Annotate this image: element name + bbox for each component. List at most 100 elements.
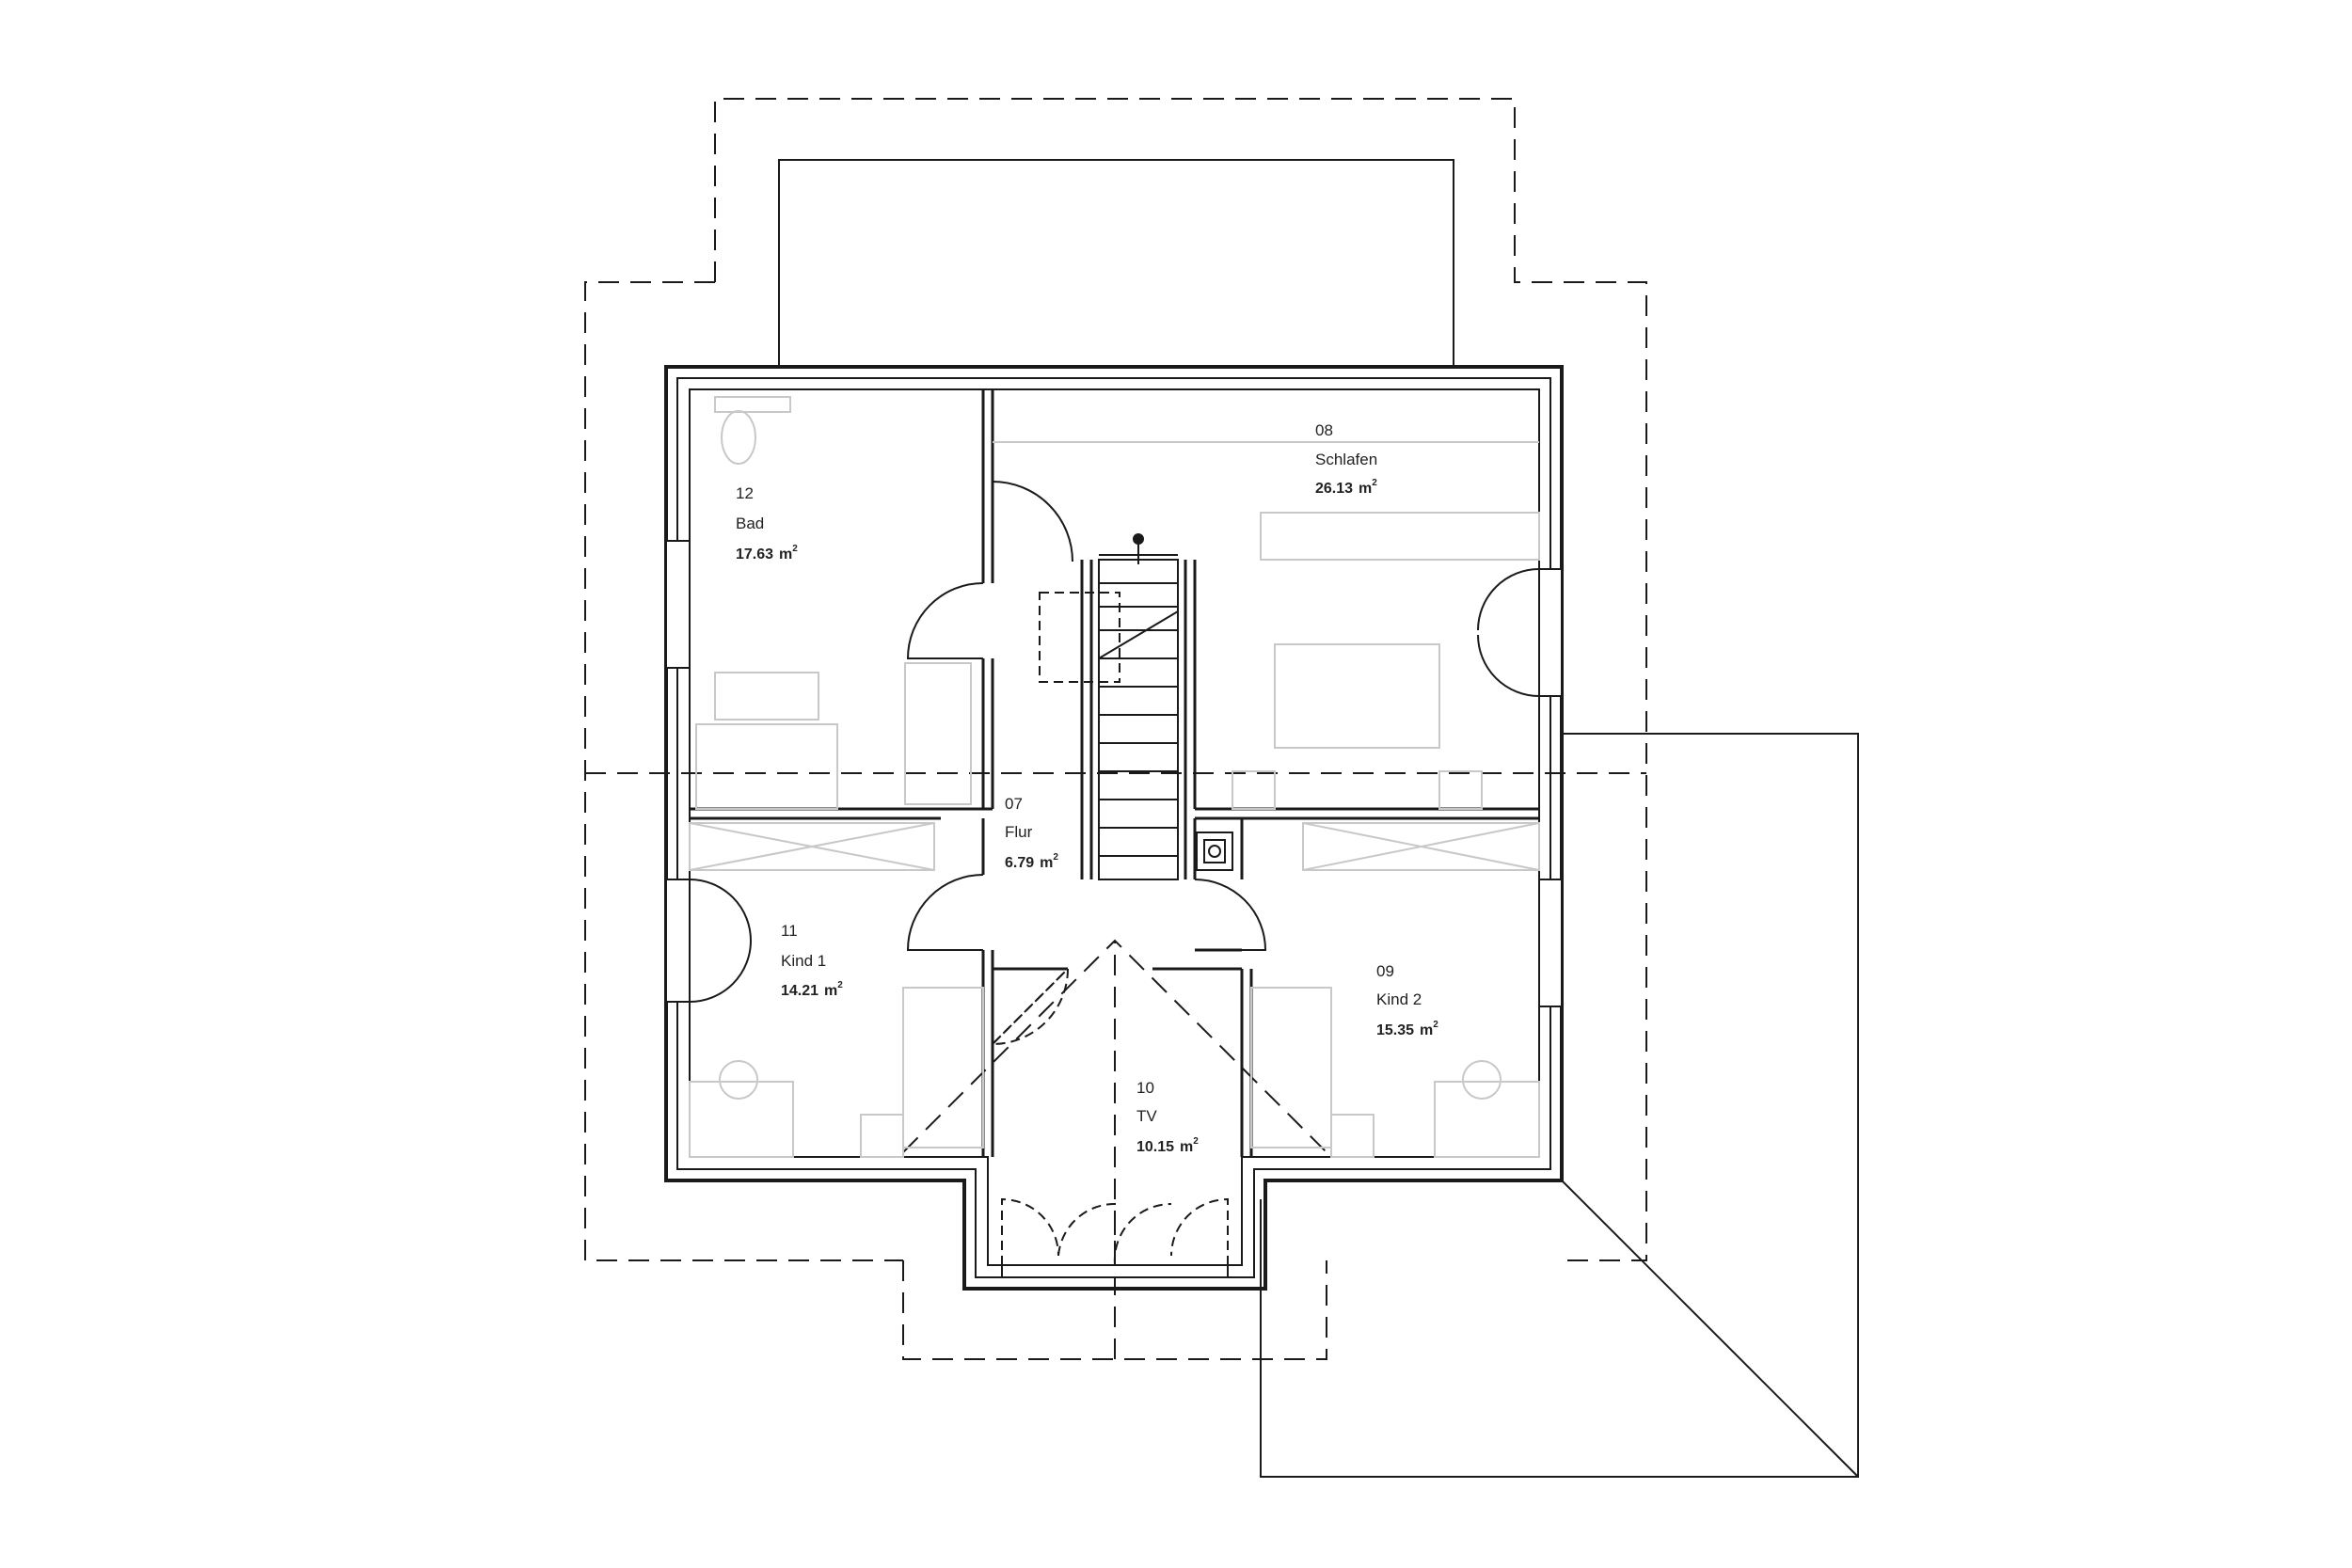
- room-area-sup: 2: [1193, 1136, 1199, 1147]
- room-number: 09: [1376, 962, 1394, 980]
- stair-arrow-head: [1133, 533, 1144, 545]
- room-area-value: 15.35: [1376, 1022, 1414, 1038]
- room-area-unit: m: [779, 546, 792, 562]
- room-area-value: 10.15: [1136, 1139, 1174, 1155]
- window-schlafen: [1538, 568, 1563, 697]
- room-area-sup: 2: [1433, 1020, 1438, 1030]
- balcony-door-2: [1057, 1202, 1116, 1265]
- chimney-inner: [1203, 839, 1226, 863]
- room-number: 12: [736, 484, 754, 502]
- toilet-bowl: [721, 410, 756, 465]
- room-area: 26.13 m2: [1315, 478, 1377, 497]
- door-schlafen: [992, 481, 1073, 562]
- chimney-flue: [1208, 845, 1221, 858]
- casement-schlafen-b: [1477, 634, 1540, 697]
- desk-kind2: [1434, 1081, 1540, 1158]
- furniture: [689, 396, 1540, 1158]
- room-number: 08: [1315, 421, 1333, 439]
- casement-schlafen-a: [1477, 568, 1540, 631]
- room-number: 10: [1136, 1079, 1154, 1097]
- room-area: 15.35 m2: [1376, 1020, 1438, 1038]
- nightstand-kind1: [860, 1114, 904, 1158]
- room-area: 10.15 m2: [1136, 1136, 1199, 1155]
- bathtub: [714, 672, 819, 721]
- bed-schlafen: [1274, 643, 1440, 749]
- room-area: 17.63 m2: [736, 544, 798, 562]
- roof-plane-outline: [1260, 733, 1859, 1478]
- bed-kind2: [1250, 987, 1332, 1148]
- bath-vanity: [695, 723, 838, 810]
- nightstand-1: [1232, 770, 1276, 810]
- window-bad: [665, 540, 691, 669]
- room-label-tv: 10 TV 10.15 m2: [1136, 1079, 1199, 1155]
- desk-kind1: [689, 1081, 794, 1158]
- attic-hatch: [1039, 592, 1120, 683]
- room-label-kind2: 09 Kind 2 15.35 m2: [1376, 962, 1438, 1038]
- door-kind1: [906, 874, 984, 951]
- room-area-value: 6.79: [1005, 855, 1034, 871]
- room-name: Kind 1: [781, 952, 826, 970]
- room-area-unit: m: [824, 983, 837, 999]
- roof-plane-diagonal: [1561, 1180, 1859, 1478]
- bed-kind1: [902, 987, 984, 1148]
- balcony-door-1: [1001, 1197, 1059, 1265]
- room-name: Flur: [1005, 823, 1033, 841]
- dormer-hip-dashed: [902, 939, 1327, 1153]
- wardrobe-kind2: [1302, 822, 1540, 871]
- chimney: [1196, 832, 1233, 871]
- doors: [689, 481, 1540, 1003]
- door-bad: [906, 582, 984, 659]
- roof-outline-dashed: [714, 98, 1647, 1261]
- room-area-sup: 2: [792, 544, 798, 554]
- stair-cut: [1098, 610, 1179, 659]
- window-kind1: [665, 879, 691, 1003]
- room-area-unit: m: [1359, 481, 1372, 497]
- room-label-bad: 12 Bad 17.63 m2: [736, 484, 798, 562]
- nightstand-kind2: [1330, 1114, 1375, 1158]
- room-area: 14.21 m2: [781, 980, 843, 999]
- room-area-value: 26.13: [1315, 481, 1353, 497]
- casement-kind1-a: [689, 879, 752, 942]
- wardrobe-kind1: [689, 822, 935, 871]
- room-label-schlafen: 08 Schlafen 26.13 m2: [1315, 421, 1377, 497]
- chair-kind2: [1462, 1060, 1502, 1100]
- room-name: Schlafen: [1315, 451, 1377, 468]
- doors-dashed: [990, 592, 1229, 1266]
- room-area: 6.79 m2: [1005, 852, 1058, 871]
- wardrobe-kind1-x2: [689, 822, 935, 871]
- shelf-schlafen: [1260, 512, 1540, 561]
- room-area-sup: 2: [1053, 852, 1058, 863]
- windows: [665, 540, 1563, 1278]
- room-area-unit: m: [1420, 1022, 1433, 1038]
- balcony-door-4: [1170, 1197, 1229, 1265]
- door-tv: [990, 968, 1069, 1046]
- room-area-sup: 2: [837, 980, 843, 990]
- nightstand-2: [1438, 770, 1483, 810]
- room-name: Kind 2: [1376, 990, 1422, 1008]
- wardrobe-kind2-x2: [1302, 822, 1540, 871]
- room-label-flur: 07 Flur 6.79 m2: [1005, 795, 1058, 871]
- room-area-value: 14.21: [781, 983, 818, 999]
- toilet-tank: [714, 396, 791, 413]
- room-area-sup: 2: [1372, 478, 1377, 488]
- casement-kind1-b: [689, 940, 752, 1003]
- window-tv: [1001, 1264, 1229, 1278]
- room-number: 11: [781, 922, 798, 940]
- room-area-unit: m: [1040, 855, 1053, 871]
- bathtub-2: [904, 662, 972, 805]
- balcony-door-3: [1113, 1202, 1172, 1266]
- dormer-outline-dashed: [902, 1260, 1327, 1360]
- room-name: TV: [1136, 1107, 1157, 1125]
- room-area-value: 17.63: [736, 546, 773, 562]
- roof-outline-dashed-left: [584, 281, 903, 1261]
- room-area-unit: m: [1180, 1139, 1193, 1155]
- room-name: Bad: [736, 515, 764, 532]
- room-number: 07: [1005, 795, 1023, 813]
- external-outlines: [778, 159, 1859, 1478]
- door-kind2: [1194, 879, 1267, 951]
- chair-kind1: [719, 1060, 758, 1100]
- balcony-outline: [778, 159, 1454, 367]
- stair: [1098, 533, 1179, 880]
- window-kind2: [1538, 879, 1563, 1007]
